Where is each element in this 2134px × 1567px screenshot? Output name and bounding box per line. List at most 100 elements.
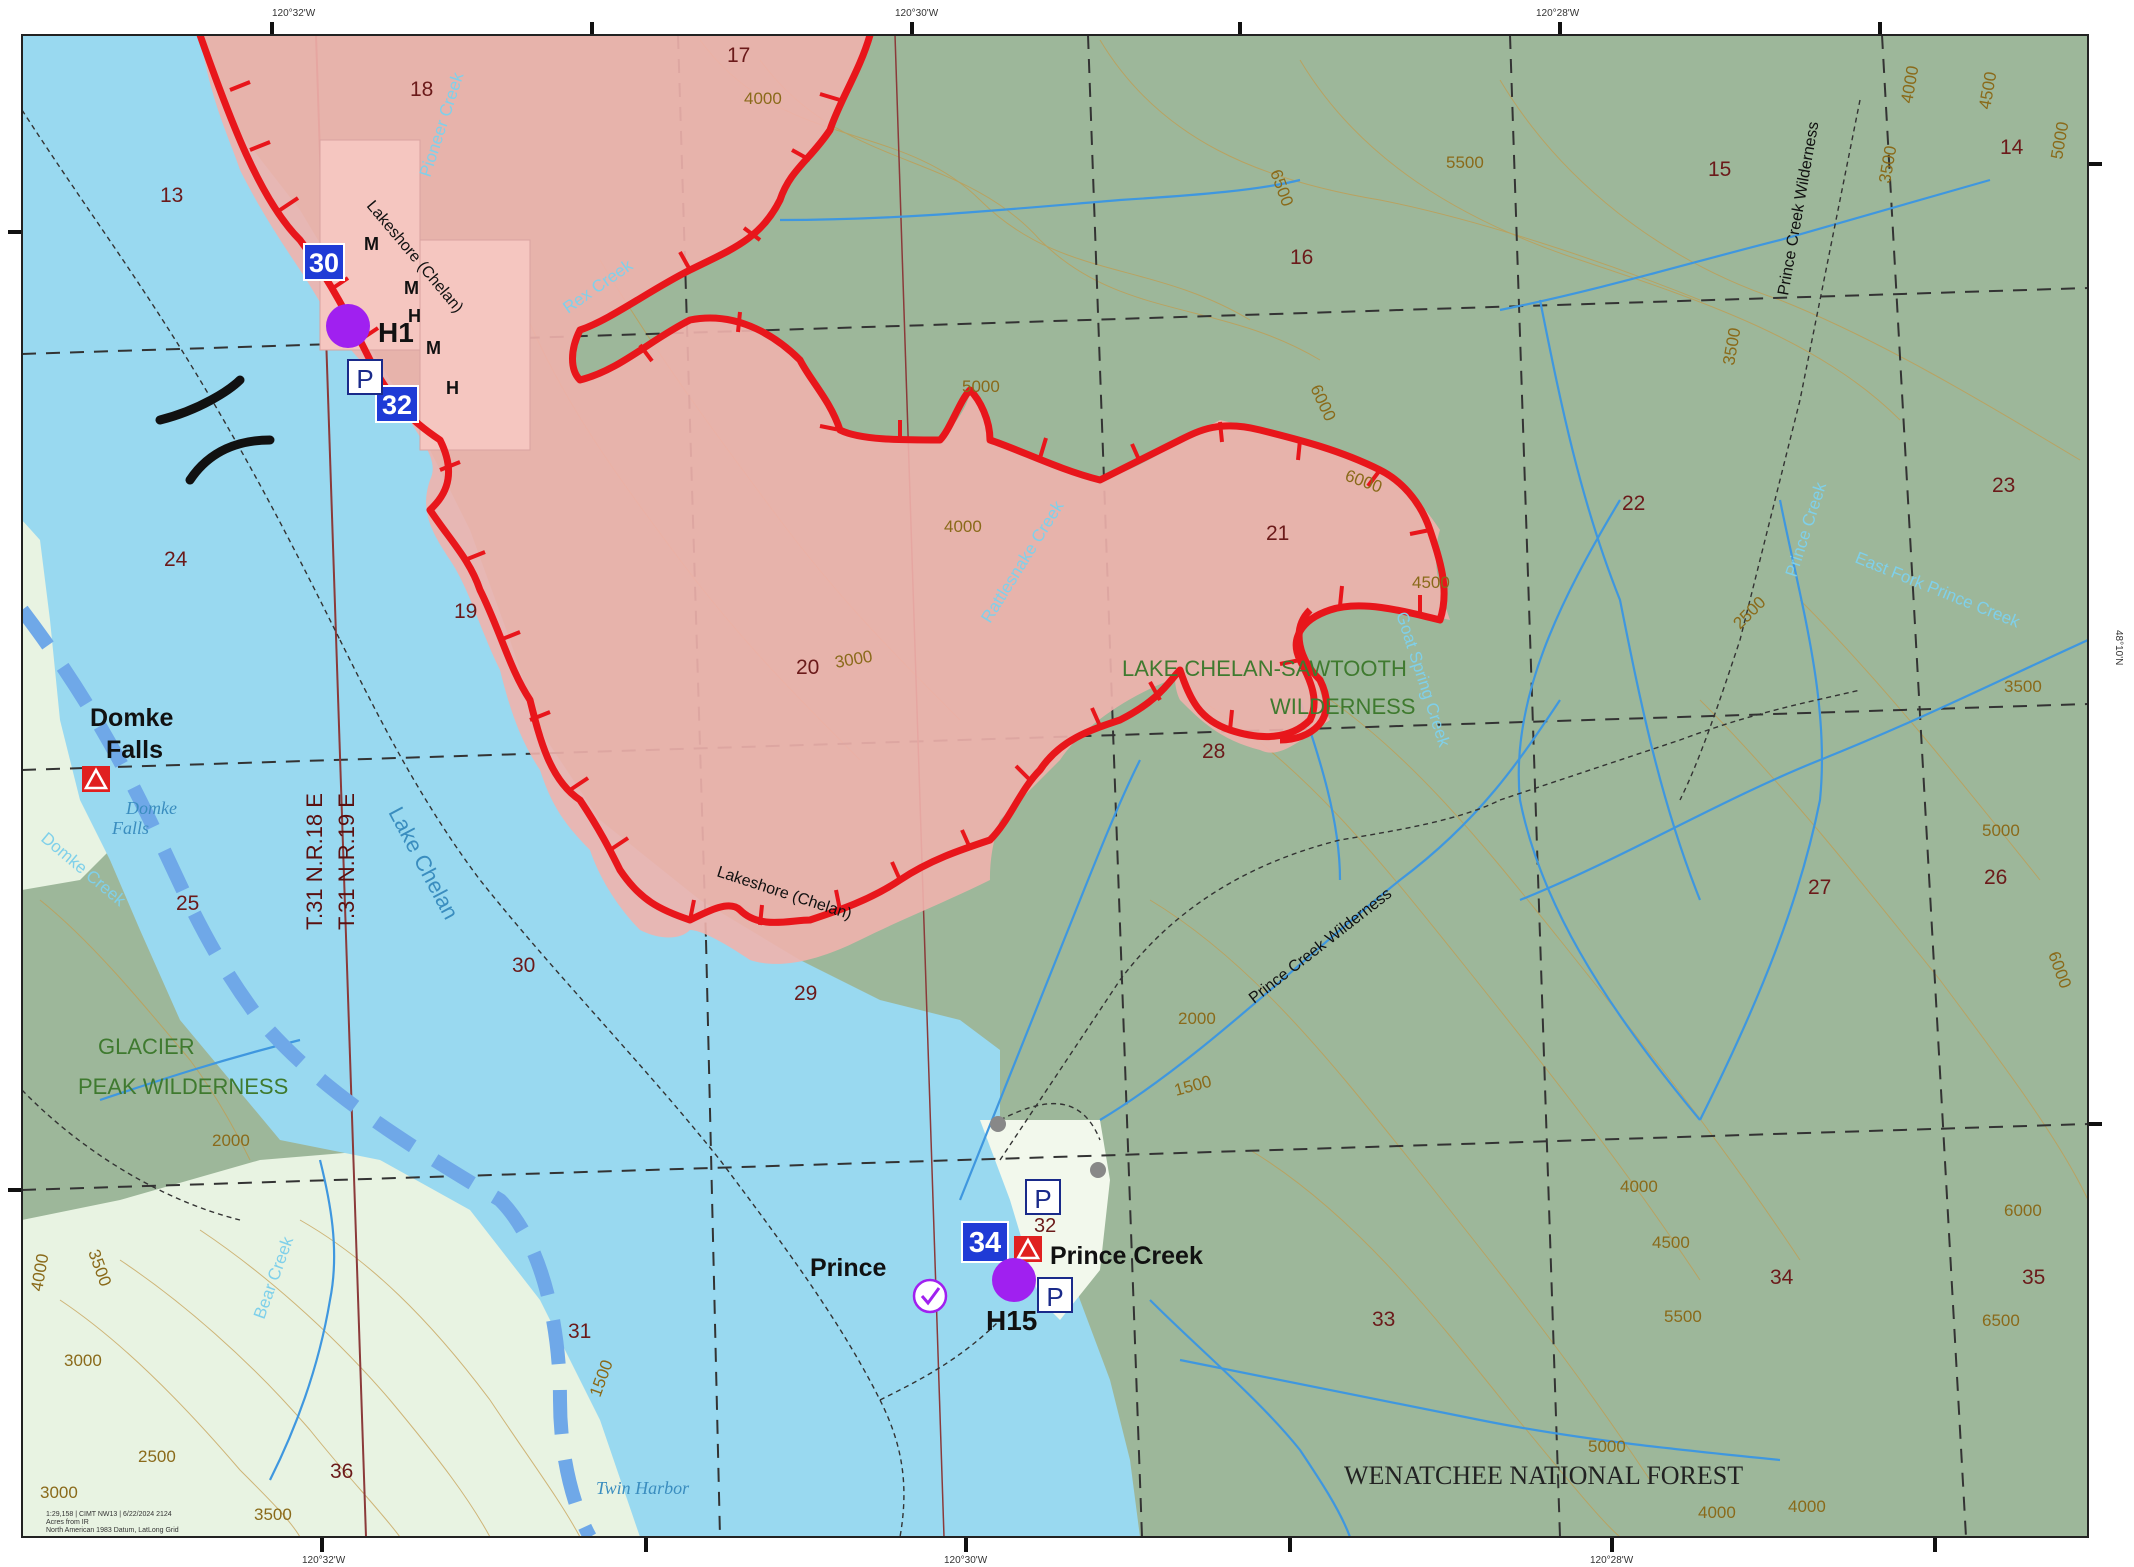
section-25: 25 — [176, 892, 199, 915]
footer-line2: Acres from IR — [46, 1519, 89, 1526]
drop-point-h15[interactable]: H15 — [986, 1258, 1037, 1336]
division-30-label: 30 — [309, 248, 339, 278]
break-symbol-icon — [155, 375, 275, 485]
streams — [99, 178, 2088, 1537]
section-19: 19 — [454, 600, 477, 623]
contour-4500-c: 4500 — [1652, 1233, 1690, 1252]
glacier-peak-label-1: GLACIER — [98, 1034, 195, 1059]
section-35: 35 — [2022, 1266, 2045, 1289]
township-r18-label: T.31 N.R.18 E — [302, 793, 327, 930]
marker-h-1: H — [408, 306, 421, 326]
drop-point-h1-icon[interactable] — [326, 304, 370, 348]
prince-checkmark-icon — [912, 1278, 948, 1314]
contour-2000-b: 2000 — [212, 1131, 250, 1150]
map-footer: 1:29,158 | CIMT NW13 | 6/22/2024 2124 Ac… — [46, 1511, 179, 1534]
ir-area-2 — [419, 239, 531, 451]
drop-point-h15-icon[interactable] — [992, 1258, 1036, 1302]
section-21: 21 — [1266, 522, 1289, 545]
campground-icon — [82, 766, 110, 792]
lake-chelan-sawtooth-label-2: WILDERNESS — [1270, 694, 1415, 719]
contour-4000-a: 4000 — [744, 89, 782, 108]
section-17: 17 — [727, 44, 750, 67]
section-16: 16 — [1290, 246, 1313, 269]
coord-top-2: 120°30'W — [895, 8, 939, 19]
contour-4000-e: 4000 — [1620, 1177, 1658, 1196]
coord-top-3: 120°28'W — [1536, 8, 1580, 19]
contour-3500-c: 3500 — [2004, 677, 2042, 696]
map-border — [21, 34, 2089, 1538]
drop-point-h1-label: H1 — [378, 317, 414, 348]
marker-m-1: M — [364, 234, 379, 254]
line-markers: M M M H H — [364, 234, 459, 398]
contour-2000-a: 2000 — [1178, 1009, 1216, 1028]
twin-harbor-label: Twin Harbor — [596, 1478, 690, 1498]
domke-falls-label-1: Domke — [90, 704, 173, 732]
parking-icon-1: P — [347, 359, 383, 395]
parking-icon-2: P — [1025, 1179, 1061, 1215]
coord-bottom-1: 120°32'W — [302, 1555, 346, 1566]
lake-chelan-sawtooth-label-1: LAKE CHELAN-SAWTOOTH — [1122, 656, 1407, 681]
gate-marker-1 — [990, 1116, 1006, 1132]
section-20: 20 — [796, 656, 819, 679]
glacier-peak-boundary — [22, 605, 597, 1537]
section-28: 28 — [1202, 740, 1225, 763]
section-30: 30 — [512, 954, 535, 977]
contour-5500: 5500 — [1446, 153, 1484, 172]
township-labels: T.31 N.R.18 E T.31 N.R.19 E — [302, 793, 359, 930]
marker-m-2: M — [404, 278, 419, 298]
division-34-label: 34 — [969, 1227, 1001, 1259]
terrain-light-sw — [22, 1150, 720, 1537]
section-27: 27 — [1808, 876, 1831, 899]
section-26: 26 — [1984, 866, 2007, 889]
domke-falls-label-2: Falls — [106, 736, 163, 764]
drop-point-h15-label: H15 — [986, 1305, 1037, 1336]
footer-line1: 1:29,158 | CIMT NW13 | 6/22/2024 2124 — [46, 1511, 172, 1518]
contour-3000-b: 3000 — [64, 1351, 102, 1370]
division-30: 30 — [303, 243, 345, 281]
division-32-label: 32 — [382, 390, 412, 420]
wenatchee-forest-label: WENATCHEE NATIONAL FOREST — [1344, 1461, 1743, 1490]
fire-line-inner — [1279, 607, 1330, 744]
division-34: 34 — [961, 1221, 1009, 1263]
section-22: 22 — [1622, 492, 1645, 515]
footer-line3: North American 1983 Datum, LatLong Grid — [46, 1527, 179, 1534]
section-15: 15 — [1708, 158, 1731, 181]
gate-marker-2 — [1090, 1162, 1106, 1178]
contour-4000-c: 4000 — [944, 517, 982, 536]
coord-right: 48°10'N — [2113, 630, 2124, 665]
drop-point-h1[interactable]: H1 — [326, 304, 414, 348]
svg-text:P: P — [356, 364, 373, 394]
section-29: 29 — [794, 982, 817, 1005]
coordinate-frame: 120°32'W 120°30'W 120°28'W 120°32'W 120°… — [8, 8, 2124, 1566]
section-24: 24 — [164, 548, 188, 571]
prince-creek-flat — [980, 1120, 1110, 1320]
township-r19-label: T.31 N.R.19 E — [334, 793, 359, 930]
contour-4000-g: 4000 — [1788, 1497, 1826, 1516]
parking-icon-3: P — [1037, 1277, 1073, 1313]
contour-5000-c: 5000 — [1982, 821, 2020, 840]
prince-creek-campground-icon — [1014, 1236, 1042, 1262]
section-14: 14 — [2000, 136, 2024, 159]
section-23: 23 — [1992, 474, 2015, 497]
contour-5500-b: 5500 — [1664, 1307, 1702, 1326]
section-32-small: 32 — [1034, 1215, 1056, 1237]
contour-6500-b: 6500 — [1982, 1311, 2020, 1330]
domke-falls-italic-2: Falls — [111, 818, 149, 838]
lake-chelan-water — [22, 35, 1140, 1537]
contour-5000-d: 5000 — [1588, 1437, 1626, 1456]
contour-2500-b: 2500 — [138, 1447, 176, 1466]
contour-6000-d: 6000 — [2004, 1201, 2042, 1220]
marker-h-2: H — [446, 378, 459, 398]
contour-3000-c: 3000 — [40, 1483, 78, 1502]
contour-4000-f: 4000 — [1698, 1503, 1736, 1522]
section-numbers: 13 18 17 16 15 14 24 19 20 21 22 23 25 3… — [160, 44, 2045, 1483]
section-13: 13 — [160, 184, 183, 207]
division-32: 32 — [375, 385, 419, 423]
prince-creek-label: Prince Creek — [1050, 1242, 1203, 1270]
section-33: 33 — [1372, 1308, 1395, 1331]
coord-bottom-3: 120°28'W — [1590, 1555, 1634, 1566]
domke-falls-italic-1: Domke — [125, 798, 177, 818]
section-31: 31 — [568, 1320, 591, 1343]
glacier-peak-label-2: PEAK WILDERNESS — [78, 1074, 288, 1099]
